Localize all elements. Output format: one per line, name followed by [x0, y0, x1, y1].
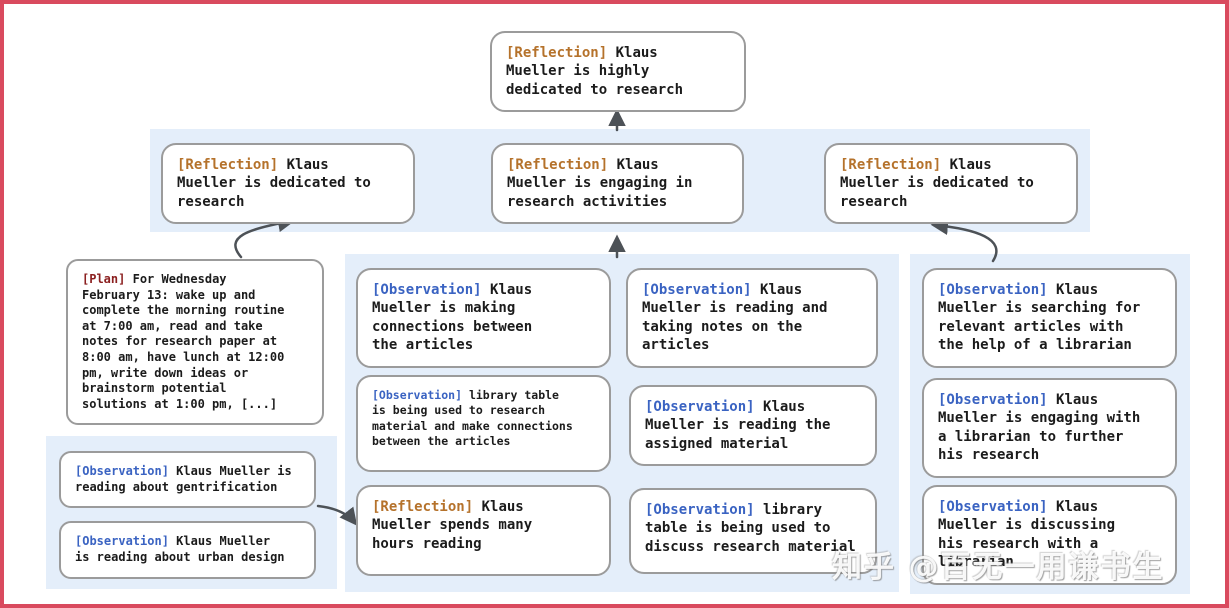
node-obs-discussing-librarian: [Observation] Klaus Mueller is discussin… [922, 485, 1177, 585]
node-text: Klaus Mueller is dedicated to research [840, 157, 1034, 210]
reflection-tag: [Reflection] [840, 157, 942, 173]
plan-tag: [Plan] [82, 272, 126, 286]
node-obs-assigned-material: [Observation] Klaus Mueller is reading t… [629, 385, 877, 467]
reflection-tag: [Reflection] [372, 499, 474, 515]
node-text: Klaus Mueller is reading about gentrific… [75, 464, 292, 494]
node-text: library table is being used to research … [372, 388, 573, 449]
reflection-tag: [Reflection] [506, 45, 608, 61]
node-text: Klaus Mueller is reading the assigned ma… [645, 399, 831, 452]
node-obs-library-discuss: [Observation] library table is being use… [629, 488, 877, 574]
node-obs-taking-notes: [Observation] Klaus Mueller is reading a… [626, 268, 878, 368]
node-obs-gentrification: [Observation] Klaus Mueller is reading a… [59, 451, 316, 509]
observation-tag: [Observation] [938, 282, 1048, 298]
node-obs-engaging-librarian: [Observation] Klaus Mueller is engaging … [922, 378, 1177, 478]
node-obs-connections: [Observation] Klaus Mueller is making co… [356, 268, 611, 368]
node-reflection-left: [Reflection] Klaus Mueller is dedicated … [161, 143, 415, 225]
node-obs-library-research: [Observation] library table is being use… [356, 375, 611, 472]
observation-tag: [Observation] [75, 534, 169, 548]
node-reflection-hours: [Reflection] Klaus Mueller spends many h… [356, 485, 611, 576]
observation-tag: [Observation] [938, 392, 1048, 408]
node-text: For Wednesday February 13: wake up and c… [82, 272, 285, 411]
node-reflection-mid: [Reflection] Klaus Mueller is engaging i… [491, 143, 744, 225]
reflection-tag: [Reflection] [507, 157, 609, 173]
node-obs-searching-articles: [Observation] Klaus Mueller is searching… [922, 268, 1177, 368]
observation-tag: [Observation] [645, 399, 755, 415]
node-text: library table is being used to discuss r… [645, 502, 856, 555]
node-text: Klaus Mueller is engaging with a librari… [938, 392, 1141, 464]
observation-tag: [Observation] [372, 388, 463, 402]
node-text: Klaus Mueller is searching for relevant … [938, 282, 1141, 354]
observation-tag: [Observation] [645, 502, 755, 518]
node-text: Klaus Mueller is dedicated to research [177, 157, 371, 210]
observation-tag: [Observation] [642, 282, 752, 298]
node-text: Klaus Mueller is making connections betw… [372, 282, 533, 354]
node-text: Klaus Mueller is discussing his research… [938, 499, 1116, 571]
node-plan: [Plan] For Wednesday February 13: wake u… [66, 259, 324, 426]
observation-tag: [Observation] [372, 282, 482, 298]
node-reflection-right: [Reflection] Klaus Mueller is dedicated … [824, 143, 1078, 225]
node-text: Klaus Mueller spends many hours reading [372, 499, 533, 552]
zhihu-watermark: 知乎 @百无一用谦书生 [832, 550, 1165, 585]
node-obs-urban-design: [Observation] Klaus Mueller is reading a… [59, 521, 316, 579]
node-text: Klaus Mueller is highly dedicated to res… [506, 45, 684, 98]
observation-tag: [Observation] [75, 464, 169, 478]
node-text: Klaus Mueller is engaging in research ac… [507, 157, 693, 210]
node-text: Klaus Mueller is reading about urban des… [75, 534, 285, 564]
reflection-tag: [Reflection] [177, 157, 279, 173]
observation-tag: [Observation] [938, 499, 1048, 515]
node-reflection-top: [Reflection] Klaus Mueller is highly ded… [490, 31, 746, 113]
node-text: Klaus Mueller is reading and taking note… [642, 282, 828, 354]
